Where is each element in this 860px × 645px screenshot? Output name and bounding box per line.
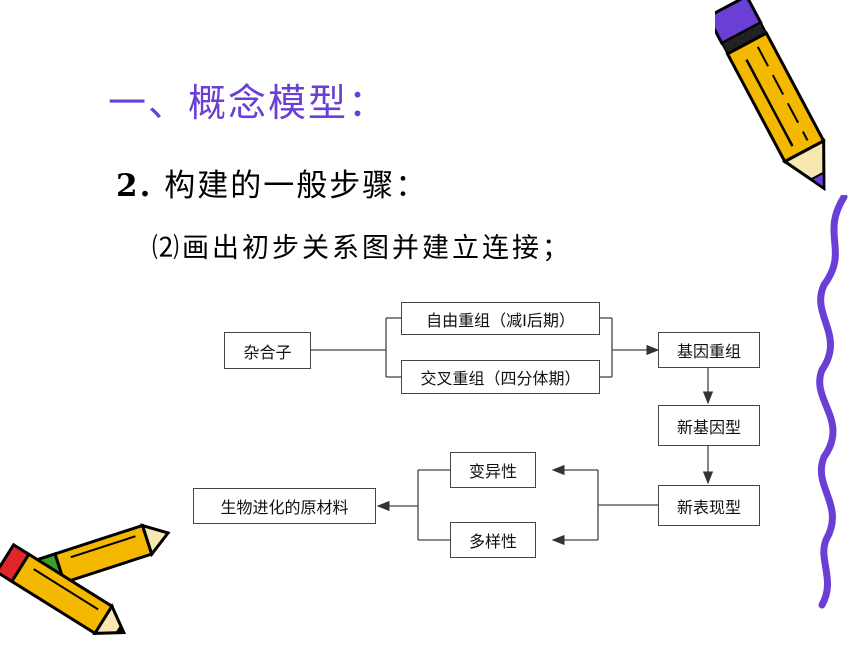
node-new-phenotype: 新表现型 [658, 485, 760, 526]
node-diversity: 多样性 [450, 522, 536, 558]
node-gene-recombination: 基因重组 [658, 332, 760, 368]
node-free-recombination: 自由重组（减Ⅰ后期） [401, 302, 600, 335]
node-hybrid: 杂合子 [224, 332, 311, 369]
step-text: ⑵画出初步关系图并建立连接； [152, 233, 572, 264]
pencil-icon [715, 0, 826, 192]
pencils-icon [0, 523, 171, 636]
subtitle-text: 构建的一般步骤： [164, 168, 429, 204]
slide-subtitle: 2. 构建的一般步骤： [116, 160, 428, 205]
node-evolution-material: 生物进化的原材料 [193, 488, 376, 524]
squiggle-decoration [816, 195, 848, 609]
node-variability: 变异性 [450, 452, 536, 488]
node-crossing-over: 交叉重组（四分体期） [401, 360, 600, 394]
slide-title: 一、概念模型： [108, 81, 389, 125]
node-new-genotype: 新基因型 [658, 405, 760, 446]
subtitle-number: 2. [116, 168, 153, 204]
